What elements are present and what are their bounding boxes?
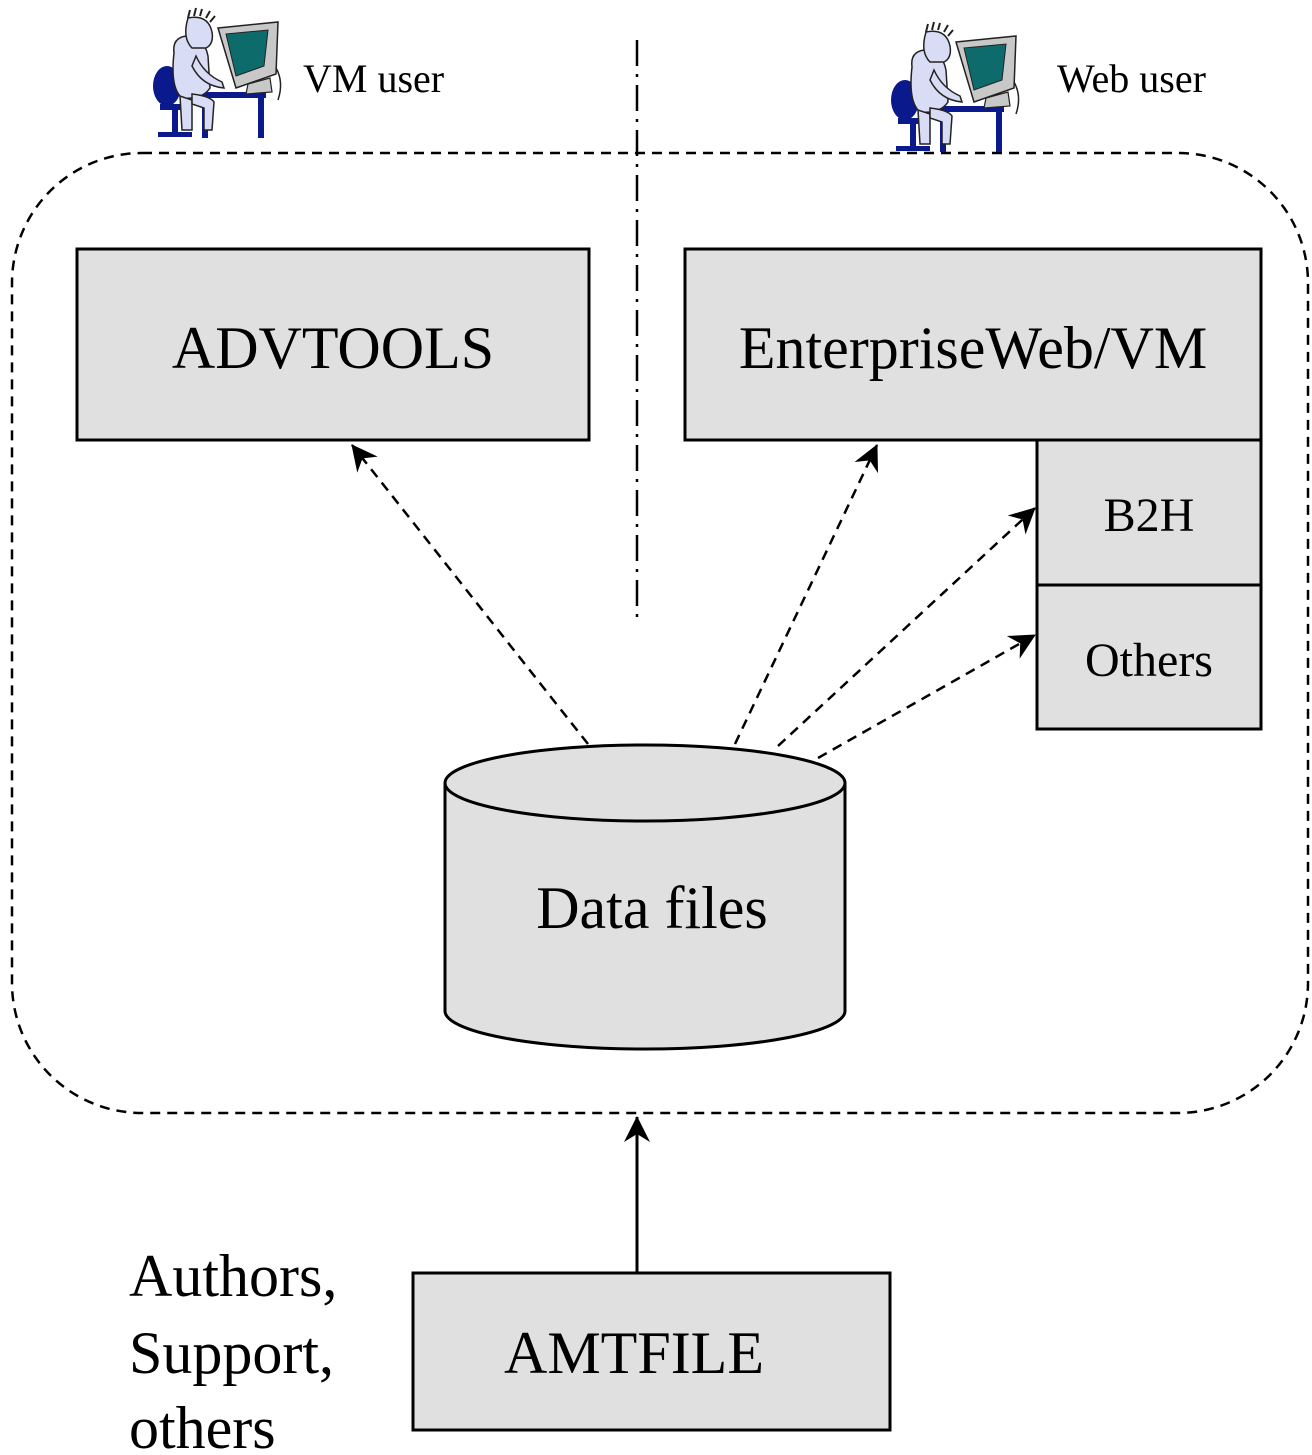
contributors-line-2: Support, — [129, 1320, 334, 1386]
arrow-data-to-others — [817, 633, 1036, 760]
enterpriseweb-label: EnterpriseWeb/VM — [739, 315, 1207, 381]
enterpriseweb-box — [683, 247, 1263, 442]
arrow-data-to-enterpriseweb — [733, 444, 879, 745]
others-box — [1035, 583, 1263, 731]
contributors-line-3: others — [129, 1395, 276, 1455]
advtools-label: ADVTOOLS — [172, 315, 494, 381]
system-boundary — [10, 151, 1310, 1115]
vm-user-icon — [152, 7, 282, 139]
contributors-line-1: Authors, — [129, 1243, 337, 1309]
b2h-box — [1035, 438, 1263, 587]
amtfile-label: AMTFILE — [504, 1320, 764, 1386]
amtfile-box — [411, 1271, 892, 1432]
b2h-label: B2H — [1104, 489, 1195, 542]
arrow-data-to-b2h — [777, 507, 1036, 747]
web-user-label: Web user — [1057, 56, 1206, 101]
arrow-data-to-advtools — [351, 444, 589, 745]
data-files-cylinder — [443, 743, 847, 1051]
advtools-box — [75, 247, 591, 442]
others-label: Others — [1085, 634, 1213, 687]
web-user-icon — [890, 21, 1020, 153]
vm-user-label: VM user — [303, 56, 444, 101]
data-files-label: Data files — [536, 875, 768, 941]
